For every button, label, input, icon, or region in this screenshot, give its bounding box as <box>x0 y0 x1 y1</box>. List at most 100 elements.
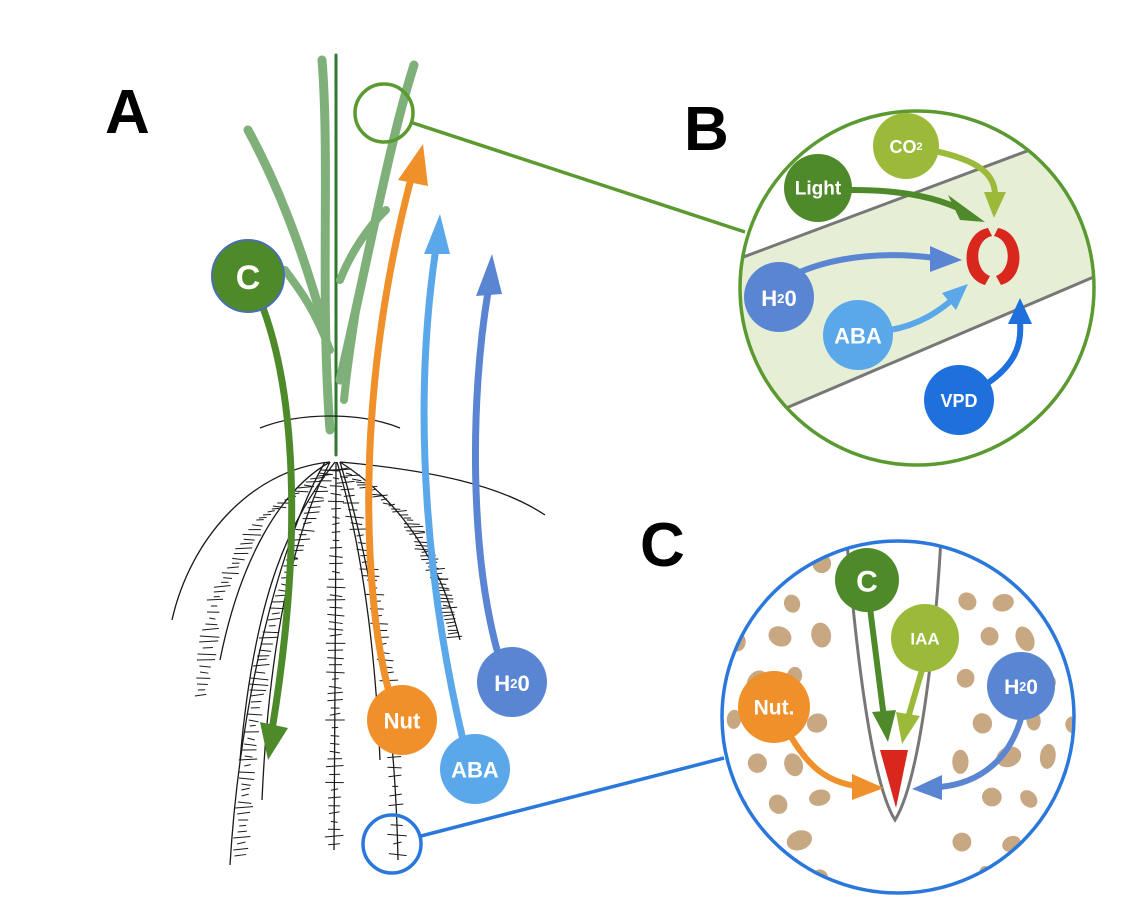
root-hair <box>388 774 402 778</box>
soil-particle <box>1020 790 1038 808</box>
root-hair <box>329 594 343 598</box>
vpd-bubble: VPD <box>924 365 994 435</box>
root-hair <box>257 658 267 661</box>
root-hair <box>331 678 339 680</box>
aba-arrowhead <box>424 214 450 254</box>
root-hair <box>292 490 309 493</box>
root-magnifier-line <box>420 756 725 838</box>
root-hair <box>302 521 312 525</box>
co2-arrowhead <box>984 192 1006 218</box>
soil-particle <box>1065 716 1074 734</box>
soil-particle <box>1083 672 1104 690</box>
soil-particle <box>992 593 1014 612</box>
root-hair <box>328 843 340 846</box>
root-hair <box>205 623 218 626</box>
soil-particle <box>768 872 787 893</box>
root-hair <box>199 671 209 674</box>
root-hair <box>194 693 207 697</box>
root-hair <box>332 516 340 519</box>
root-tip-icon <box>880 750 908 808</box>
root-hair <box>255 671 266 674</box>
root-hair <box>196 683 208 686</box>
water-arrowhead <box>476 254 502 296</box>
root-hair <box>409 531 426 535</box>
root-hair <box>329 606 343 609</box>
light-bubble: Light <box>784 154 852 222</box>
root-hair <box>239 771 256 774</box>
root-magnifier-marker <box>361 813 423 875</box>
co2-bubble: CO2 <box>873 113 939 179</box>
root-hair <box>387 833 407 837</box>
soil-particle <box>1077 589 1105 618</box>
water-arrow <box>797 252 938 275</box>
root-hair <box>331 507 341 510</box>
soil-particle <box>956 668 975 688</box>
root-hair <box>243 538 255 541</box>
root-hair <box>267 617 281 621</box>
nutrient-bubble: Nut <box>367 685 437 755</box>
root-hair <box>303 484 315 488</box>
leaf <box>243 125 330 335</box>
aba-bubble: ABA <box>440 734 510 804</box>
root-hair <box>336 480 355 484</box>
soil-particle <box>726 709 742 729</box>
aba-bubble: ABA <box>823 300 893 370</box>
root <box>219 461 331 661</box>
root-hair <box>328 628 344 631</box>
soil-particle <box>1039 743 1056 769</box>
root-hair <box>242 533 262 536</box>
root-hair <box>197 653 217 656</box>
soil-particle <box>729 875 746 893</box>
root-hairs <box>194 467 463 857</box>
leaf <box>317 55 335 435</box>
root <box>229 461 326 866</box>
root <box>239 461 336 761</box>
root-hair <box>267 510 275 513</box>
soil-particle <box>1022 554 1044 574</box>
root-hair <box>199 665 211 668</box>
root-hair <box>202 627 219 631</box>
soil-particle <box>980 627 999 646</box>
root-hair <box>327 657 344 660</box>
root-hair <box>237 841 246 845</box>
root-hair <box>248 719 259 723</box>
root-hair <box>238 777 255 780</box>
leaf-edge-bottom <box>740 268 1094 434</box>
light-arrow <box>849 187 961 211</box>
plant-shoot <box>243 53 419 457</box>
water-arrow <box>937 712 1025 790</box>
soil-particle <box>1037 828 1056 848</box>
root-hair <box>250 700 262 703</box>
root-hair <box>329 633 342 637</box>
root-hair <box>356 534 364 537</box>
root-hair <box>325 765 344 768</box>
root-magnifier-circle <box>720 539 1076 895</box>
root-hair <box>213 590 226 593</box>
aba-bubble-label: ABA <box>834 324 882 349</box>
root-hair <box>308 500 324 503</box>
root-hair <box>382 502 394 506</box>
carbon-arrow <box>256 296 296 734</box>
root-hair <box>249 724 256 727</box>
vpd-arrowhead <box>1008 298 1032 324</box>
nutrient-bubble-label: Nut <box>384 709 421 734</box>
leaf-magnifier-marker <box>353 82 415 144</box>
soil-particle <box>1074 822 1101 849</box>
root-hair <box>351 478 362 482</box>
root-hair <box>304 511 320 514</box>
root-crown-arc <box>259 415 401 429</box>
panel-b-arrows <box>797 147 1032 388</box>
nutrient-arrowhead <box>398 144 428 186</box>
nutrient-arrow <box>365 171 416 692</box>
root-hair <box>446 635 463 639</box>
root-hair <box>241 783 251 786</box>
root-hair <box>319 485 327 489</box>
water-bubble-label: H20 <box>494 671 529 696</box>
root-hair <box>330 735 340 737</box>
carbon-bubble-label: C <box>236 259 261 297</box>
root-hair <box>258 649 272 652</box>
root-hair <box>345 474 361 477</box>
root-hair <box>249 689 267 692</box>
stomata-icon <box>966 228 1020 285</box>
